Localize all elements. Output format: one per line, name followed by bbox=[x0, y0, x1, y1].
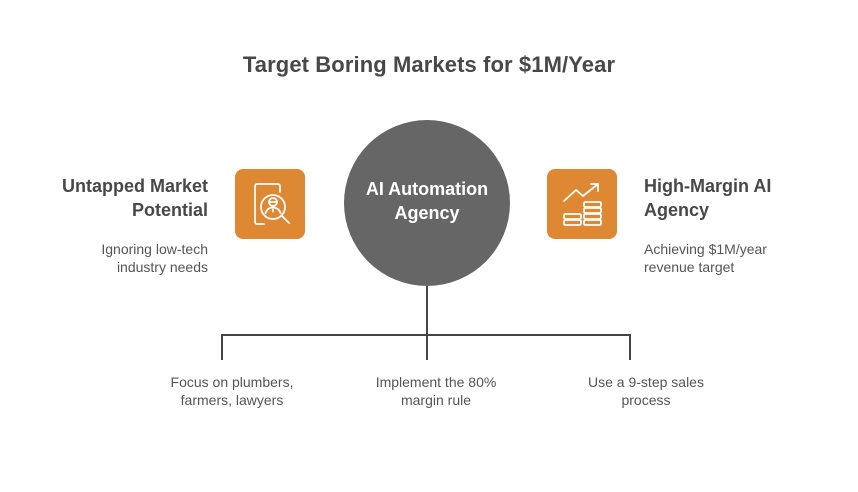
center-label: AI Automation Agency bbox=[366, 177, 488, 225]
center-label-line1: AI Automation bbox=[365, 179, 489, 199]
growth-coins-icon bbox=[563, 183, 602, 226]
bottom-item-line1: Focus on plumbers, bbox=[170, 374, 294, 390]
right-icon-box bbox=[547, 169, 617, 239]
bottom-item-line2: process bbox=[621, 392, 671, 408]
center-circle: AI Automation Agency bbox=[344, 120, 510, 286]
bottom-item-line1: Use a 9-step sales bbox=[588, 374, 704, 390]
bottom-item-line2: margin rule bbox=[400, 392, 472, 408]
right-desc-line2: revenue target bbox=[644, 259, 735, 275]
person-search-icon bbox=[254, 183, 290, 225]
left-heading-line2: Potential bbox=[131, 200, 208, 220]
center-label-line2: Agency bbox=[394, 203, 460, 223]
left-icon-box bbox=[235, 169, 305, 239]
right-heading-line2: Agency bbox=[644, 200, 710, 220]
left-heading-line1: Untapped Market bbox=[61, 176, 208, 196]
bottom-item-line1: Implement the 80% bbox=[375, 374, 497, 390]
right-desc-line1: Achieving $1M/year bbox=[644, 241, 767, 257]
left-desc-line2: industry needs bbox=[116, 259, 208, 275]
left-desc-line1: Ignoring low-tech bbox=[101, 241, 208, 257]
diagram-title: Target Boring Markets for $1M/Year bbox=[242, 52, 616, 77]
right-node-heading: High-Margin AI Agency bbox=[644, 174, 771, 222]
right-node-description: Achieving $1M/year revenue target bbox=[644, 240, 767, 276]
right-heading-line1: High-Margin AI bbox=[644, 176, 772, 196]
left-node-description: Ignoring low-tech industry needs bbox=[101, 240, 208, 276]
bottom-item-line2: farmers, lawyers bbox=[180, 392, 284, 408]
bottom-item-sales-process: Use a 9-step sales process bbox=[546, 373, 746, 409]
left-node-heading: Untapped Market Potential bbox=[62, 174, 208, 222]
bottom-item-plumbers: Focus on plumbers, farmers, lawyers bbox=[132, 373, 332, 409]
bottom-item-margin-rule: Implement the 80% margin rule bbox=[336, 373, 536, 409]
